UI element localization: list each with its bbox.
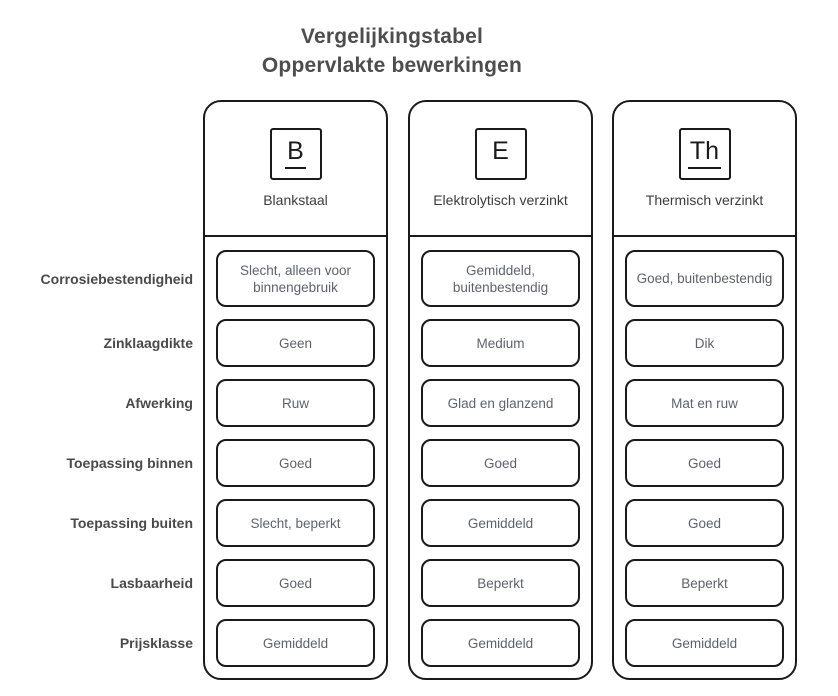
cell-corrosiebestendigheid: Gemiddeld, buitenbestendig — [421, 250, 580, 307]
cell-toepassing-buiten: Goed — [625, 499, 784, 547]
page-title: Vergelijkingstabel Oppervlakte bewerking… — [0, 22, 784, 80]
row-label-corrosiebestendigheid: Corrosiebestendigheid — [40, 270, 193, 287]
cell-toepassing-binnen: Goed — [216, 439, 375, 487]
row-label-toepassing-buiten: Toepassing buiten — [70, 515, 193, 531]
element-symbol-icon: B — [269, 128, 322, 180]
column-header-blankstaal: B Blankstaal — [205, 102, 386, 237]
column-header-thermisch-verzinkt: Th Thermisch verzinkt — [614, 102, 795, 237]
cell-toepassing-buiten: Slecht, beperkt — [216, 499, 375, 547]
element-symbol-letter: Th — [687, 139, 722, 169]
cell-prijsklasse: Gemiddeld — [216, 619, 375, 667]
column-header-elektrolytisch-verzinkt: E Elektrolytisch verzinkt — [410, 102, 591, 237]
column-name: Blankstaal — [263, 192, 328, 208]
element-symbol-letter: E — [492, 137, 509, 165]
cell-toepassing-binnen: Goed — [421, 439, 580, 487]
row-label-toepassing-binnen: Toepassing binnen — [66, 455, 193, 471]
cell-corrosiebestendigheid: Slecht, alleen voor binnengebruik — [216, 250, 375, 307]
cell-zinklaagdikte: Dik — [625, 319, 784, 367]
row-label-prijsklasse: Prijsklasse — [119, 635, 193, 651]
cell-lasbaarheid: Beperkt — [625, 559, 784, 607]
cell-corrosiebestendigheid: Goed, buitenbestendig — [625, 250, 784, 307]
cell-toepassing-binnen: Goed — [625, 439, 784, 487]
cell-zinklaagdikte: Medium — [421, 319, 580, 367]
column-card-thermisch-verzinkt: Th Thermisch verzinkt Goed, buitenbesten… — [612, 100, 797, 680]
page-title-line-1: Vergelijkingstabel — [300, 25, 484, 48]
column-name: Elektrolytisch verzinkt — [433, 192, 568, 208]
cell-afwerking: Glad en glanzend — [421, 379, 580, 427]
cell-zinklaagdikte: Geen — [216, 319, 375, 367]
column-name: Thermisch verzinkt — [645, 192, 764, 208]
cell-prijsklasse: Gemiddeld — [625, 619, 784, 667]
cell-afwerking: Ruw — [216, 379, 375, 427]
column-card-blankstaal: B Blankstaal Slecht, alleen voor binneng… — [203, 100, 388, 680]
row-label-lasbaarheid: Lasbaarheid — [110, 575, 193, 591]
row-label-zinklaagdikte: Zinklaagdikte — [103, 335, 193, 351]
column-body-blankstaal: Slecht, alleen voor binnengebruik Geen R… — [205, 237, 386, 667]
cell-afwerking: Mat en ruw — [625, 379, 784, 427]
column-card-elektrolytisch-verzinkt: E Elektrolytisch verzinkt Gemiddeld, bui… — [408, 100, 593, 680]
element-symbol-icon: E — [474, 128, 527, 180]
row-labels-column: Corrosiebestendigheid Zinklaagdikte Afwe… — [0, 250, 193, 667]
cell-lasbaarheid: Goed — [216, 559, 375, 607]
element-symbol-icon: Th — [678, 128, 731, 180]
page-title-line-2: Oppervlakte bewerkingen — [261, 54, 523, 77]
column-body-thermisch-verzinkt: Goed, buitenbestendig Dik Mat en ruw Goe… — [614, 237, 795, 667]
cell-prijsklasse: Gemiddeld — [421, 619, 580, 667]
row-label-afwerking: Afwerking — [125, 395, 193, 411]
element-symbol-letter: B — [285, 139, 306, 169]
cell-toepassing-buiten: Gemiddeld — [421, 499, 580, 547]
cell-lasbaarheid: Beperkt — [421, 559, 580, 607]
column-body-elektrolytisch-verzinkt: Gemiddeld, buitenbestendig Medium Glad e… — [410, 237, 591, 667]
